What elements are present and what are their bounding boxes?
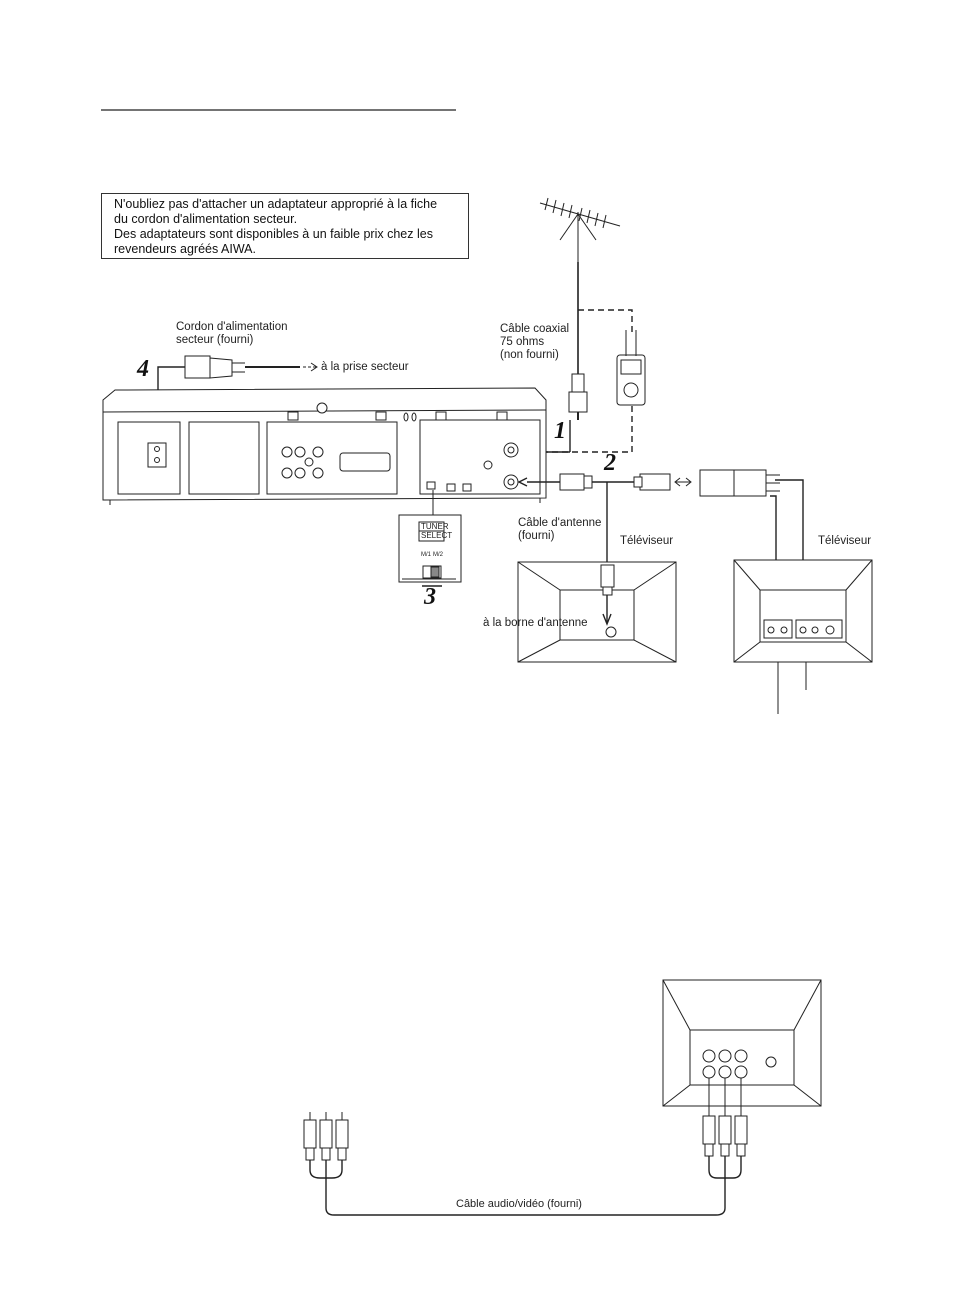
vcr-rear-panel <box>102 387 547 505</box>
tv-left-label: Téléviseur <box>620 535 674 547</box>
tv-left-icon <box>517 561 677 663</box>
notice-line: N'oubliez pas d'attacher un adaptateur a… <box>114 197 438 211</box>
notice-line: revendeurs agréés AIWA. <box>114 242 256 256</box>
notice-line: Des adaptateurs sont disponibles à un fa… <box>114 227 433 241</box>
step-3-number: 3 <box>424 584 436 610</box>
rca-plugs-left-icon <box>303 1112 349 1161</box>
to-outlet-label: à la prise secteur <box>321 361 409 373</box>
step-2-number: 2 <box>604 450 616 476</box>
tuner-select-text: TUNER SELECT <box>421 522 453 540</box>
adapter-notice-box: N'oubliez pas d'attacher un adaptateur a… <box>101 193 469 259</box>
tuner-option-1: M/1 <box>421 552 432 558</box>
power-cord-label: Cordon d'alimentation secteur (fourni) <box>176 321 288 346</box>
antenna-cable-plug-icon <box>559 473 593 491</box>
antenna-terminal-label: à la borne d'antenne <box>483 617 588 629</box>
step-1-number: 1 <box>554 418 566 444</box>
notice-line: du cordon d'alimentation secteur. <box>114 212 298 226</box>
tuner-option-2: M/2 <box>433 552 444 558</box>
rca-plugs-right-icon <box>702 1078 748 1157</box>
antenna-cable-label: Câble d'antenne (fourni) <box>518 517 602 542</box>
antenna-cable-plug-tv-icon <box>600 564 615 596</box>
av-cable-label: Câble audio/vidéo (fourni) <box>456 1198 582 1210</box>
tv-right-label: Téléviseur <box>818 535 872 547</box>
splitter-icon <box>699 469 780 497</box>
coax-cable-label: Câble coaxial 75 ohms (non fourni) <box>500 323 570 361</box>
av-cable-line <box>309 1156 742 1216</box>
power-plug-icon <box>184 355 300 379</box>
tv-bottom-icon <box>662 979 822 1107</box>
antenna-icon <box>539 197 621 262</box>
flat-wire-adapter-icon <box>616 330 646 406</box>
coax-plug-icon <box>568 373 588 420</box>
tv-right-icon <box>733 559 873 663</box>
tuner-select-inset <box>398 490 462 587</box>
step-4-number: 4 <box>137 356 149 382</box>
